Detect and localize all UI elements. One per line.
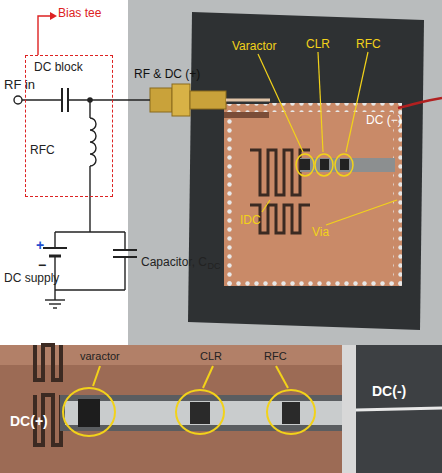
component-label: Capacitor, C bbox=[141, 256, 207, 269]
node-label: DC block bbox=[34, 61, 83, 74]
part-label: CLR bbox=[200, 350, 222, 362]
idc-meander bbox=[250, 150, 310, 195]
bias-tee-box: Bias teeDC blockRFC bbox=[25, 55, 113, 197]
terminal-label: DC(+) bbox=[10, 414, 48, 429]
substrate bbox=[188, 12, 424, 330]
part-label: IDC bbox=[240, 214, 261, 227]
node-label: Bias tee bbox=[58, 7, 101, 20]
part-label: Varactor bbox=[232, 40, 276, 53]
terminal-label: DC(-) bbox=[372, 384, 406, 399]
copper-patch bbox=[224, 103, 402, 286]
photo-background bbox=[128, 0, 442, 345]
port-label: RF & DC (+) bbox=[134, 68, 200, 81]
bottom-photo bbox=[0, 345, 442, 473]
terminal-label: RF in bbox=[4, 78, 35, 92]
dc-wire bbox=[398, 98, 442, 108]
subscript: DC bbox=[208, 262, 221, 272]
part-label: Via bbox=[312, 226, 329, 239]
sma-connector bbox=[150, 84, 270, 116]
component-label: DC supply bbox=[4, 272, 59, 285]
polarity: + bbox=[36, 238, 44, 253]
part-label: varactor bbox=[80, 350, 120, 362]
part-label: RFC bbox=[264, 350, 287, 362]
part-label: CLR bbox=[306, 38, 330, 51]
node-label: RFC bbox=[30, 144, 55, 157]
part-label: RFC bbox=[356, 38, 381, 51]
terminal-label: DC (−) bbox=[366, 114, 402, 127]
